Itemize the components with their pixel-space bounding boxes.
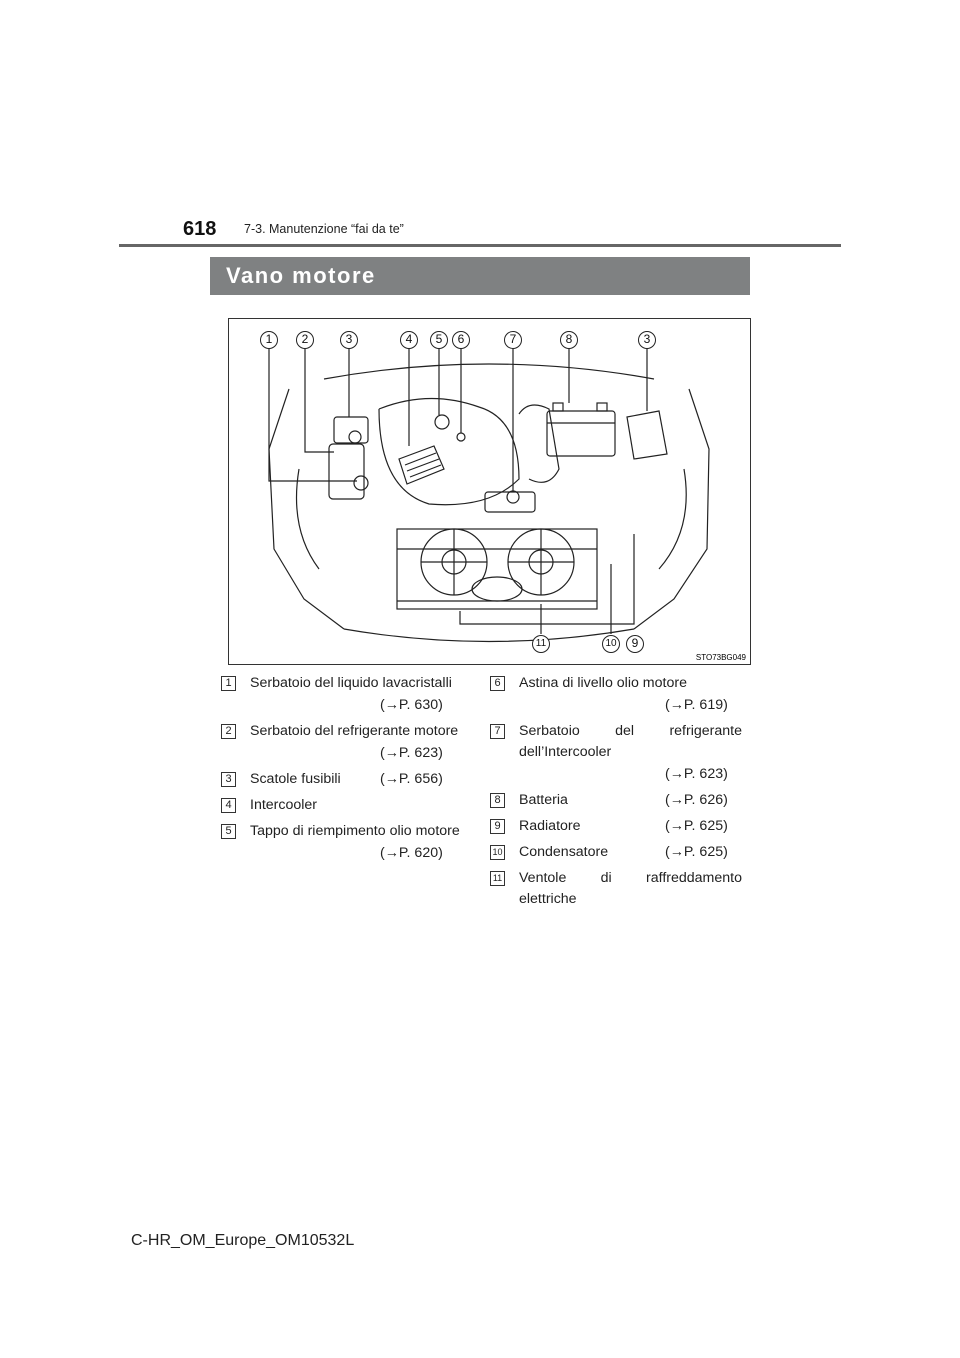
footer-document-code: C-HR_OM_Europe_OM10532L: [131, 1232, 355, 1249]
legend-badge: 11: [490, 871, 505, 886]
page-number: 618: [183, 218, 217, 240]
legend-badge: 6: [490, 676, 505, 691]
legend-ref: (→P. 619): [665, 697, 728, 713]
legend-label: Serbatoio del refrigerante motore: [250, 723, 459, 739]
legend-label: Ventole di raffreddamento elettriche: [519, 870, 742, 907]
legend-label: Intercooler: [250, 797, 318, 813]
callout-11: 11: [532, 635, 550, 653]
callout-8: 8: [560, 331, 578, 349]
legend-badge: 9: [490, 819, 505, 834]
figure-id: STO73BG049: [693, 653, 748, 662]
callout-1: 1: [260, 331, 278, 349]
header-rule: [119, 244, 841, 247]
legend-ref: (→P. 625): [665, 818, 728, 834]
legend-ref: (→P. 630): [380, 697, 443, 713]
legend-label: Batteria: [519, 792, 568, 808]
legend-label: Astina di livello olio motore: [519, 675, 687, 691]
legend-badge: 1: [221, 676, 236, 691]
legend-ref: (→P. 623): [665, 766, 728, 782]
legend-label: Serbatoio del liquido lavacristalli: [250, 675, 452, 691]
callout-7: 7: [504, 331, 522, 349]
legend-badge: 2: [221, 724, 236, 739]
legend-label: Radiatore: [519, 818, 581, 834]
title-band: Vano motore: [210, 257, 750, 295]
callout-5: 5: [430, 331, 448, 349]
callout-9: 9: [626, 635, 644, 653]
legend-badge: 5: [221, 824, 236, 839]
callout-3-right: 3: [638, 331, 656, 349]
legend-ref: (→P. 625): [665, 844, 728, 860]
legend-label: Serbatoio del refrigerante dell’Intercoo…: [519, 723, 742, 760]
legend-label: Tappo di riempimento olio motore: [250, 823, 460, 839]
page-title: Vano motore: [226, 263, 376, 288]
legend-ref: (→P. 623): [380, 745, 443, 761]
callout-3: 3: [340, 331, 358, 349]
legend-ref: (→P. 620): [380, 845, 443, 861]
callout-10: 10: [602, 635, 620, 653]
legend-ref: (→P. 626): [665, 792, 728, 808]
engine-illustration: [268, 337, 710, 643]
legend-badge: 8: [490, 793, 505, 808]
legend-badge: 3: [221, 772, 236, 787]
legend-badge: 4: [221, 798, 236, 813]
callout-2: 2: [296, 331, 314, 349]
callout-4: 4: [400, 331, 418, 349]
legend-label: Condensatore: [519, 844, 609, 860]
section-header: 7-3. Manutenzione “fai da te”: [244, 222, 404, 236]
legend-badge: 10: [490, 845, 505, 860]
legend-label: Scatole fusibili: [250, 771, 341, 787]
legend-badge: 7: [490, 724, 505, 739]
callout-6: 6: [452, 331, 470, 349]
engine-figure: 1 2 3 4 5 6 7 8 3 11 10 9 STO73BG049: [228, 318, 751, 665]
legend-ref: (→P. 656): [380, 771, 443, 787]
